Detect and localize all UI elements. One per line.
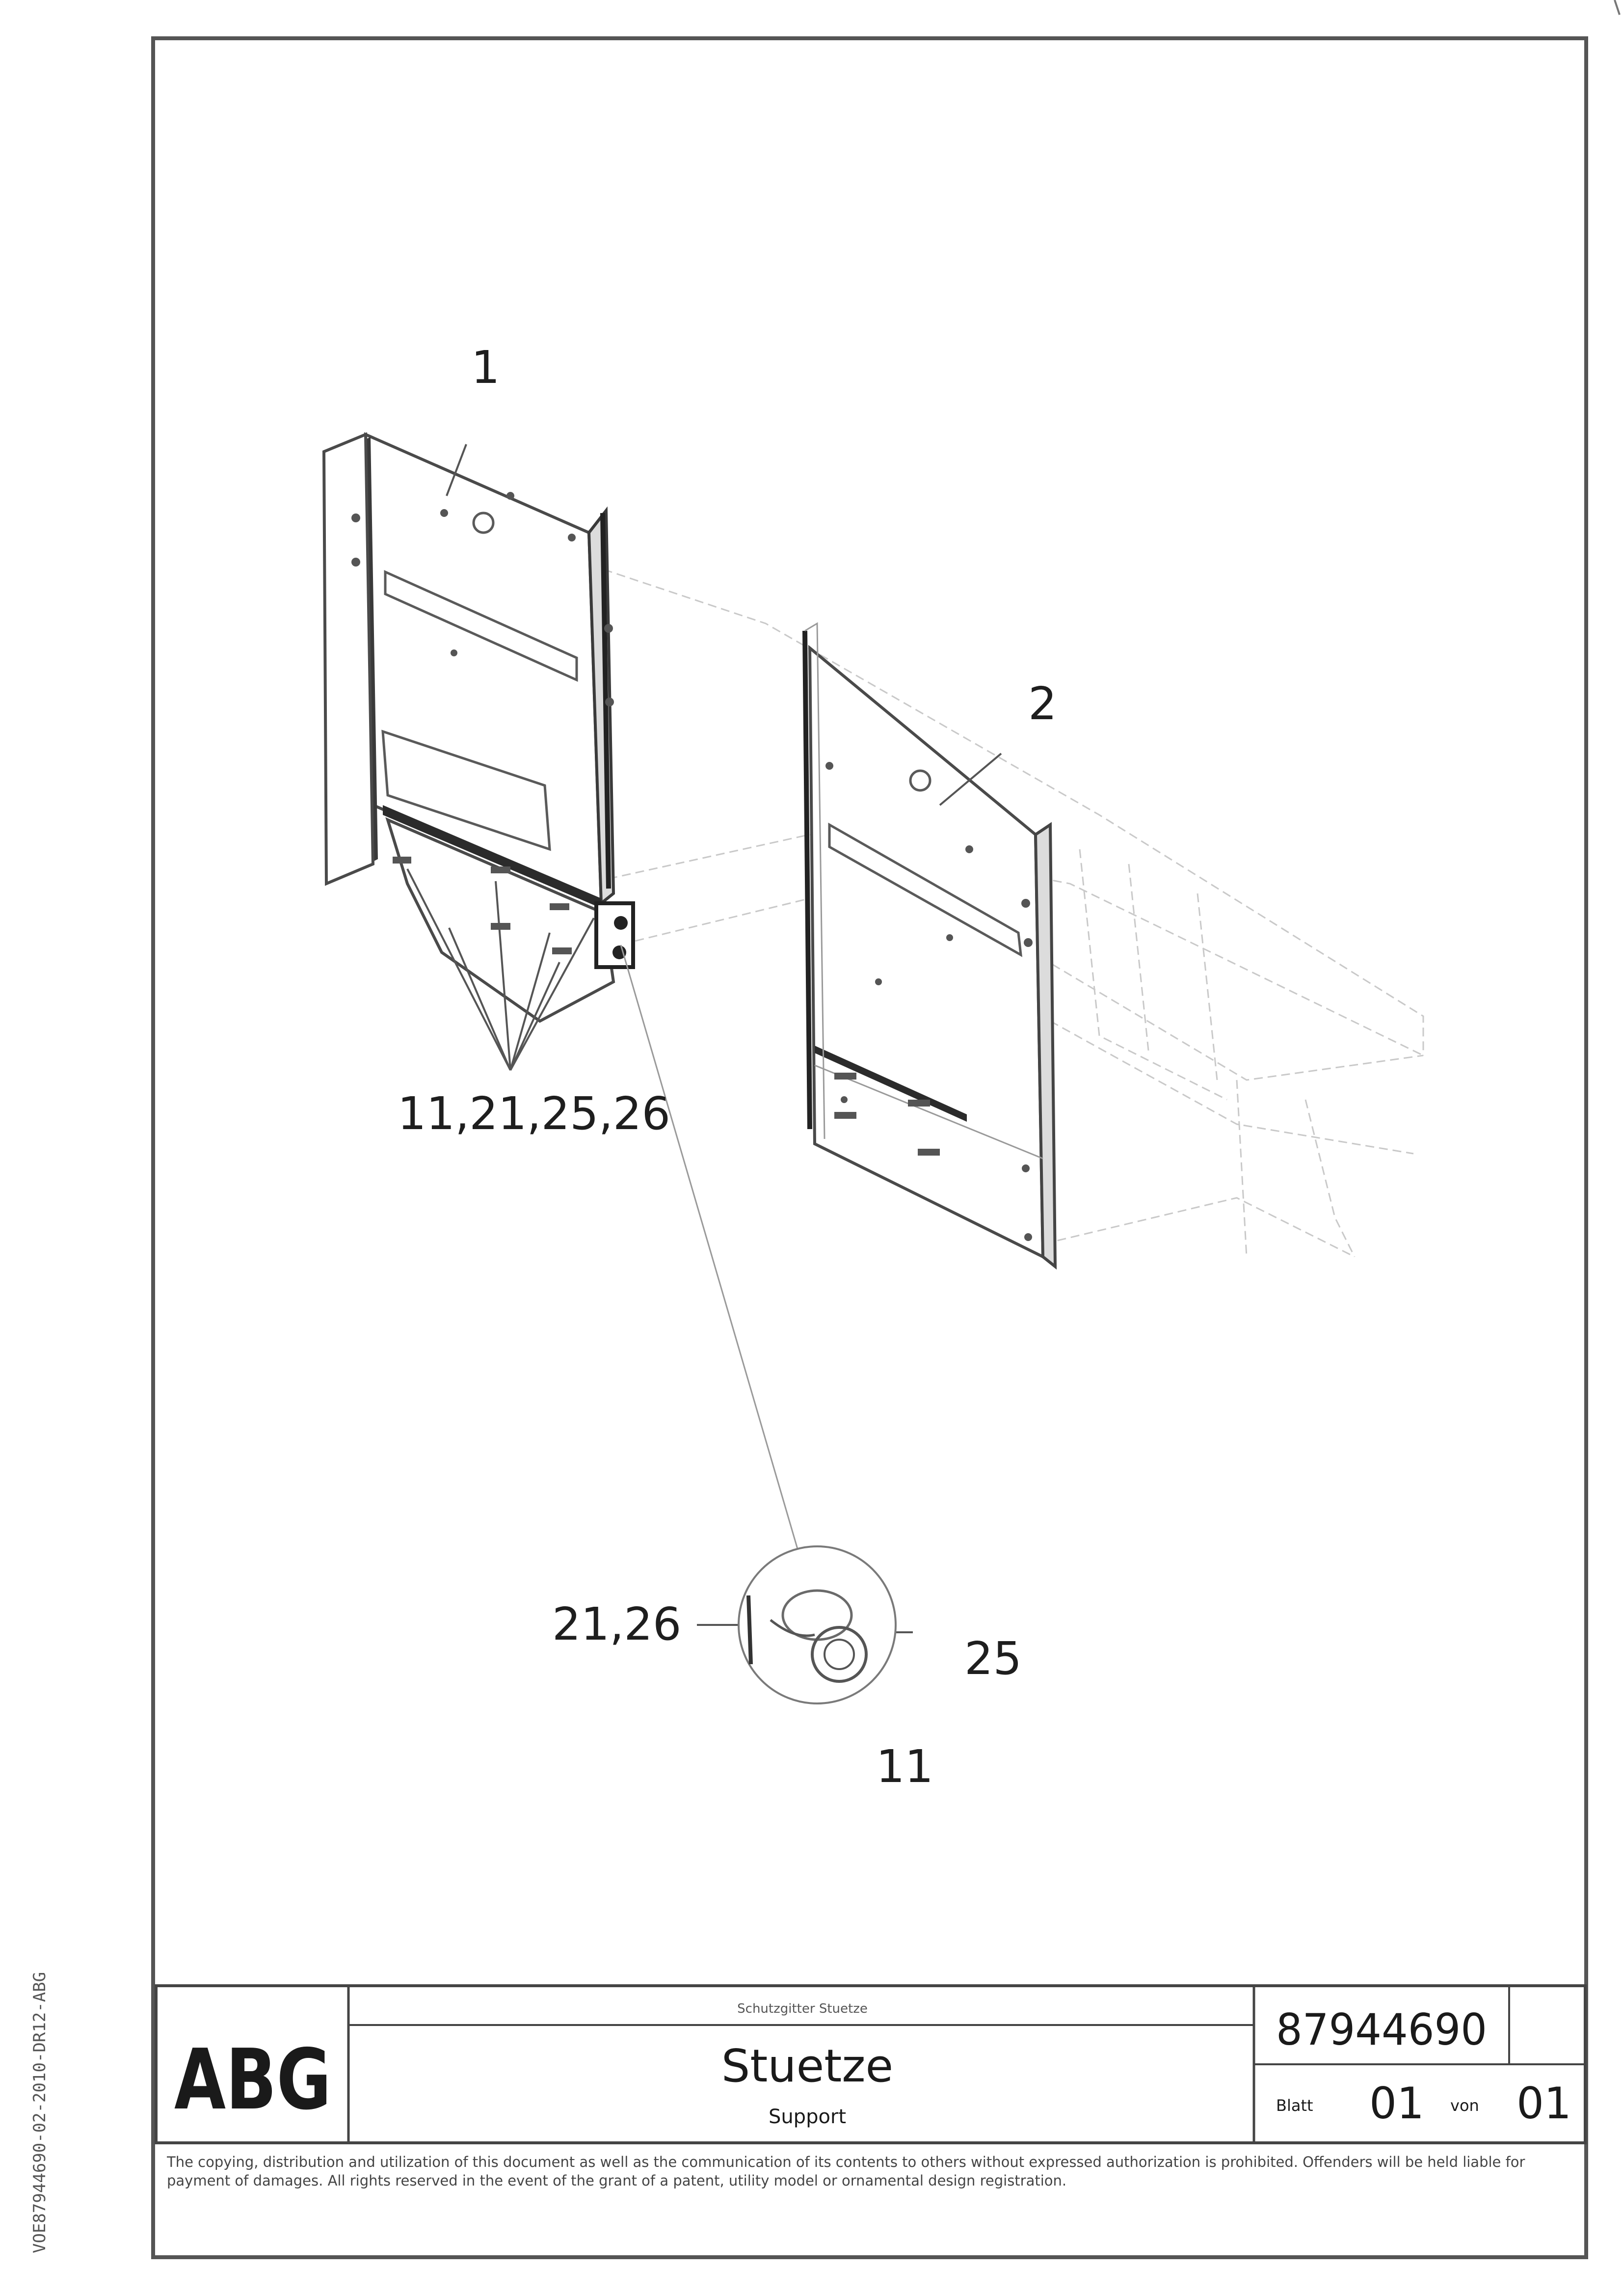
- title-header-small: Schutzgitter Stuetze: [737, 2001, 868, 2016]
- callout-detail-right: 25: [964, 1632, 1022, 1685]
- callout-1: 1: [471, 341, 500, 394]
- callout-2: 2: [1028, 677, 1057, 730]
- drawing-number: 87944690: [1276, 2004, 1487, 2055]
- drawing-border: [151, 36, 1588, 2259]
- sheet-label: Blatt: [1276, 2096, 1313, 2115]
- of-label: von: [1450, 2096, 1479, 2115]
- ghost-frame: [603, 568, 1424, 1258]
- title-english: Support: [769, 2106, 846, 2128]
- part-2-support-plate: [802, 622, 1057, 1270]
- detail-view: [738, 1545, 897, 1704]
- title-german: Stuetze: [721, 2040, 893, 2092]
- part-1-support-plate: [322, 432, 635, 1023]
- brand-logo: ABG: [174, 2031, 331, 2129]
- callout-detail-left: 21,26: [552, 1598, 681, 1650]
- side-code: VOE87944690-02-2010-DR12-ABG: [30, 1972, 50, 2253]
- title-block: ABG Schutzgitter Stuetze Stuetze Support…: [155, 1984, 1587, 2144]
- exploded-view: 1 2 11,21,25,26 21,26 25 11: [322, 341, 1424, 1793]
- callout-detail-bottom: 11: [876, 1740, 933, 1793]
- callout-group: 11,21,25,26: [398, 1087, 670, 1140]
- copyright-notice: The copying, distribution and utilizatio…: [167, 2154, 1525, 2189]
- callouts: 1 2 11,21,25,26 21,26 25 11: [398, 341, 1057, 1793]
- sheet-number: 01: [1369, 2078, 1424, 2129]
- leader-lines: [406, 444, 1002, 1633]
- corner-mark: [1614, 0, 1621, 15]
- copyright-area: The copying, distribution and utilizatio…: [167, 2154, 1525, 2189]
- sheet-total: 01: [1517, 2078, 1571, 2129]
